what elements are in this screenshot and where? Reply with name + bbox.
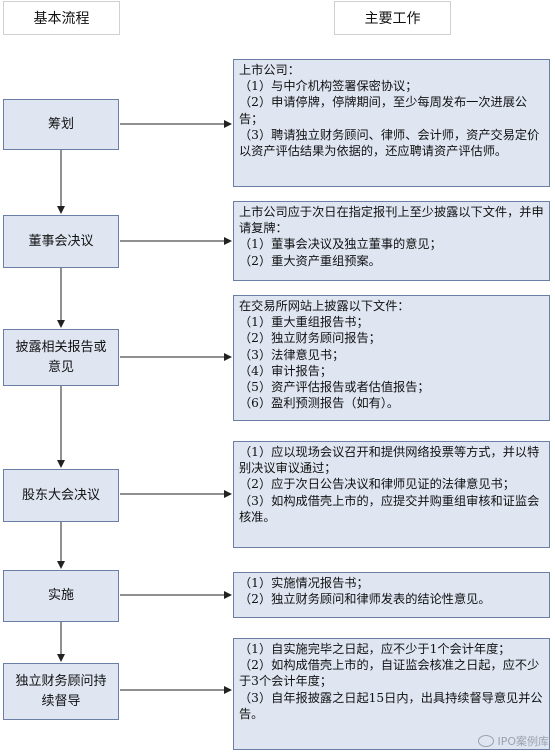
work-line: （3）聘请独立财务顾问、律师、会计师，资产交易定价以资产评估结果为依据的，还应聘…: [239, 127, 540, 159]
watermark: IPO案例库: [478, 733, 549, 749]
step-label: 股东大会决议: [21, 487, 100, 503]
work-line: （2）独立财务顾问报告；: [239, 331, 381, 346]
step-label: 独立财务顾问持续督导: [15, 673, 107, 709]
work-line: （2）独立财务顾问和律师发表的结论性意见。: [239, 592, 491, 607]
step-continuous-supervision: 独立财务顾问持续督导: [3, 663, 119, 720]
step-label: 披露相关报告或意见: [15, 339, 107, 375]
work-line: （1）应以现场会议召开和提供网络投票等方式，并以特别决议审议通过；: [239, 445, 540, 476]
step-label: 筹划: [47, 116, 74, 132]
work-line: （2）如构成借壳上市的，自证监会核准之日起，应不少于3个会计年度；: [239, 658, 540, 689]
work-box-planning: 上市公司： （1）与中介机构签署保密协议； （2）申请停牌，停牌期间，至少每周发…: [233, 59, 550, 187]
work-line: （3）如构成借壳上市的，应提交并购重组审核和证监会核准。: [239, 493, 540, 524]
step-board-resolution: 董事会决议: [3, 215, 119, 268]
step-shareholder-resolution: 股东大会决议: [3, 469, 119, 522]
work-line: （5）资产评估报告或者估值报告；: [239, 380, 430, 395]
work-line: （3）自年报披露之日起15日内，出具持续督导意见并公告。: [239, 690, 543, 721]
work-line: （1）实施情况报告书；: [239, 576, 369, 590]
work-line: （2）应于次日公告决议和律师见证的法律意见书；: [239, 477, 515, 492]
step-label: 实施: [47, 588, 74, 603]
work-line: （6）盈利预测报告（如有）。: [239, 396, 400, 411]
work-box-continuous-supervision: （1）自实施完毕之日起，应不少于1个会计年度； （2）如构成借壳上市的，自证监会…: [233, 638, 550, 750]
header-main-work: 主要工作: [334, 1, 451, 35]
work-box-board-resolution: 上市公司应于次日在指定报刊上至少披露以下文件，并申请复牌： （1）董事会决议及独…: [233, 201, 550, 281]
work-line: （2）申请停牌，停牌期间，至少每周发布一次进展公告；: [239, 95, 528, 126]
work-line: （3）法律意见书；: [239, 347, 345, 362]
step-disclose-reports: 披露相关报告或意见: [3, 329, 119, 386]
work-line: 上市公司应于次日在指定报刊上至少披露以下文件，并申请复牌：: [239, 205, 544, 236]
work-line: （1）与中介机构签署保密协议；: [239, 79, 418, 94]
work-box-disclose-reports: 在交易所网站上披露以下文件： （1）重大重组报告书； （2）独立财务顾问报告； …: [233, 295, 550, 421]
work-box-implementation: （1）实施情况报告书； （2）独立财务顾问和律师发表的结论性意见。: [233, 572, 550, 618]
step-planning: 筹划: [3, 99, 119, 150]
work-line: （1）董事会决议及独立董事的意见；: [239, 237, 442, 252]
work-line: （1）重大重组报告书；: [239, 315, 369, 330]
work-line: （2）重大资产重组预案。: [239, 253, 381, 268]
step-implementation: 实施: [3, 570, 119, 622]
work-line: （1）自实施完毕之日起，应不少于1个会计年度；: [239, 642, 511, 656]
work-box-shareholder-resolution: （1）应以现场会议召开和提供网络投票等方式，并以特别决议审议通过； （2）应于次…: [233, 441, 550, 548]
header-basic-process: 基本流程: [3, 1, 120, 35]
work-line: 上市公司：: [239, 63, 300, 77]
step-label: 董事会决议: [28, 233, 94, 249]
work-line: （4）审计报告；: [239, 363, 333, 378]
watermark-text: IPO案例库: [497, 735, 549, 748]
work-line: 在交易所网站上披露以下文件：: [239, 299, 410, 313]
wechat-icon: [478, 735, 495, 747]
